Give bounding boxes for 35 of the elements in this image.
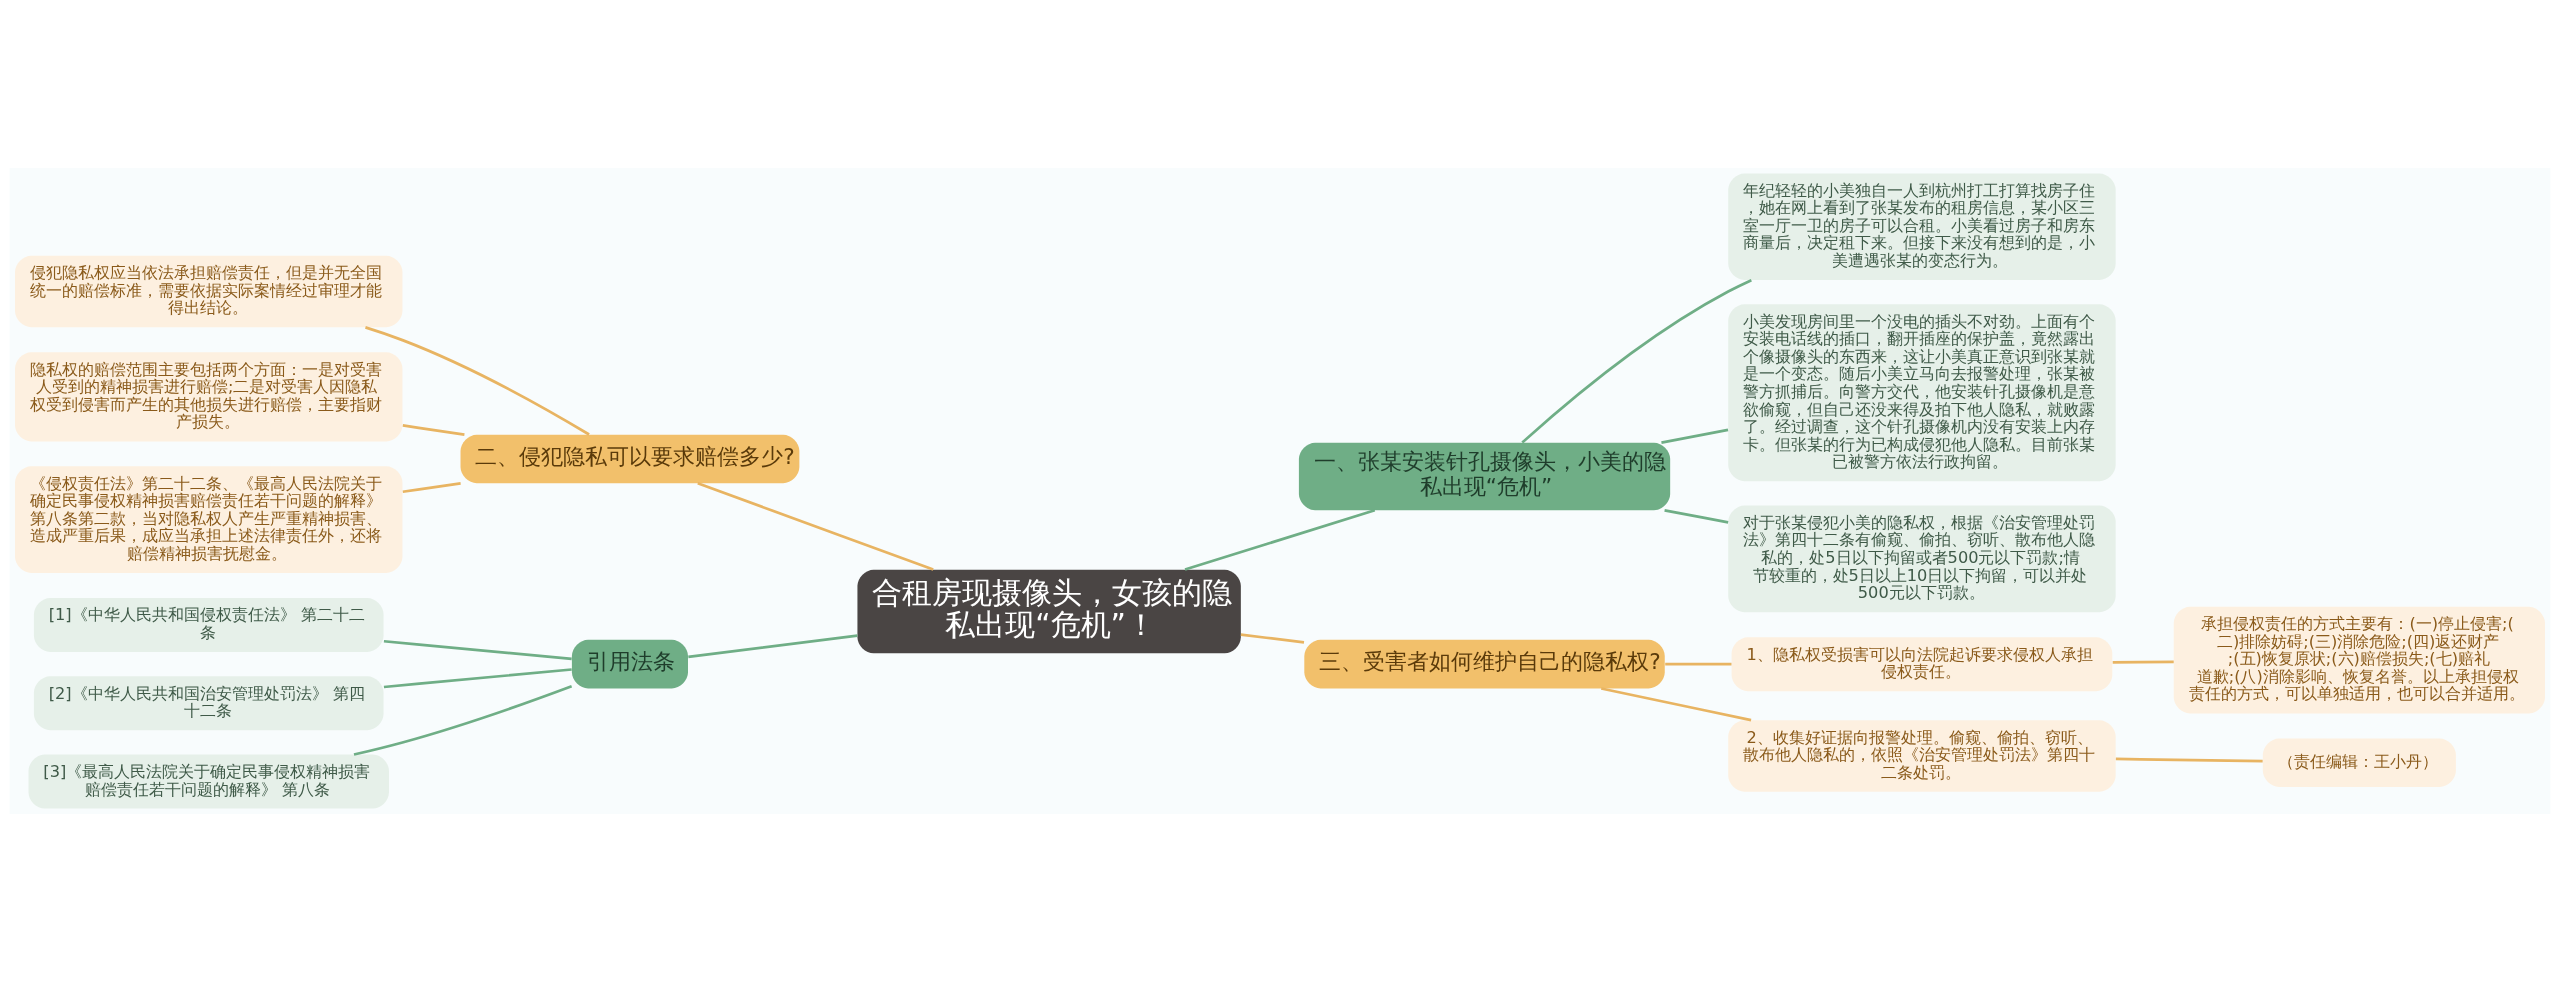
node-box: 一、张某安装针孔摄像头，小美的隐私出现“危机”: [1298, 442, 1671, 510]
node-box: 隐私权的赔偿范围主要包括两个方面：一是对受害人受到的精神损害进行赔偿;二是对受害人因隐私权受到侵害而产生的其他损失进行赔偿，主要指财产损失。: [15, 351, 403, 441]
connector: [402, 423, 465, 436]
connector: [1664, 508, 1729, 524]
node-box: 三、受害者如何维护自己的隐私权?: [1304, 639, 1665, 688]
node-box: 引用法条: [571, 639, 688, 688]
connector: [1521, 278, 1752, 444]
connector: [1184, 508, 1376, 571]
node-box: 对于张某侵犯小美的隐私权，根据《治安管理处罚法》第四十二条有偷窥、偷拍、窃听、散布他人隐私的，处5日以下拘留或者500元以下罚款;情节较重的，处5日以上10日以下拘留，可以并处500元以下罚款。: [1728, 505, 2116, 612]
connector: [1661, 428, 1729, 444]
node-box: 二、侵犯隐私可以要求赔偿多少?: [460, 434, 800, 483]
connector: [353, 684, 573, 756]
node-box: 侵犯隐私权应当依法承担赔偿责任，但是并无全国统一的赔偿标准，需要依据实际案情经过审理才能得出结论。: [15, 255, 403, 327]
connector: [1600, 686, 1752, 721]
node-box: [2]《中华人民共和国治安管理处罚法》 第四十二条: [33, 675, 384, 730]
node-box: 2、收集好证据向报警处理。偷窥、偷拍、窃听、散布他人隐私的，依照《治安管理处罚法》第四十二条处罚。: [1728, 719, 2116, 792]
connector: [2115, 757, 2263, 763]
connector: [697, 481, 934, 571]
connector: [1240, 632, 1305, 644]
node-box: 承担侵权责任的方式主要有：(一)停止侵害;(二)排除妨碍;(三)消除危险;(四)返还财产;(五)恢复原状;(六)赔偿损失;(七)赔礼道歉;(八)消除影响、恢复名誉。以上承担侵权责任的方式，可以单独适用，也可以合并适用。: [2173, 606, 2545, 713]
connector: [688, 633, 858, 658]
node-box: 《侵权责任法》第二十二条、《最高人民法院关于确定民事侵权精神损害赔偿责任若干问题的解释》第八条第二款，当对隐私权人产生严重精神损害、造成严重后果，成应当承担上述法律责任外，还将赔偿精神损害抚慰金。: [15, 465, 403, 573]
connector: [2112, 659, 2174, 664]
node-box: 年纪轻轻的小美独自一人到杭州打工打算找房子住，她在网上看到了张某发布的租房信息，某小区三室一厅一卫的房子可以合租。小美看过房子和房东商量后，决定租下来。但接下来没有想到的是，小美遭遇张某的变态行为。: [1728, 172, 2116, 280]
connector: [1665, 662, 1732, 665]
connector: [365, 325, 590, 436]
node-box: 小美发现房间里一个没电的插头不对劲。上面有个安装电话线的插口，翻开插座的保护盖，竟然露出个像摄像头的东西来，这让小美真正意识到张某就是一个变态。随后小美立马向去报警处理，张某被警方抓捕后。向警方交代，他安装针孔摄像机是意欲偷窥，但自己还没来得及拍下他人隐私，就败露了。经过调查，这个针孔摄像机内没有安装上内存卡。但张某的行为已构成侵犯他人隐私。目前张某已被警方依法行政拘留。: [1728, 303, 2116, 481]
node-box: 合租房现摄像头，女孩的隐私出现“危机”！: [857, 569, 1241, 653]
node-box: [3]《最高人民法院关于确定民事侵权精神损害赔偿责任若干问题的解释》 第八条: [28, 754, 389, 809]
node-box: 1、隐私权受损害可以向法院起诉要求侵权人承担侵权责任。: [1731, 636, 2113, 691]
connector: [383, 667, 572, 688]
node-box: （责任编辑：王小丹）: [2262, 737, 2456, 787]
node-box: [1]《中华人民共和国侵权责任法》 第二十二条: [33, 597, 384, 652]
connector: [402, 481, 461, 493]
connector: [383, 639, 572, 660]
